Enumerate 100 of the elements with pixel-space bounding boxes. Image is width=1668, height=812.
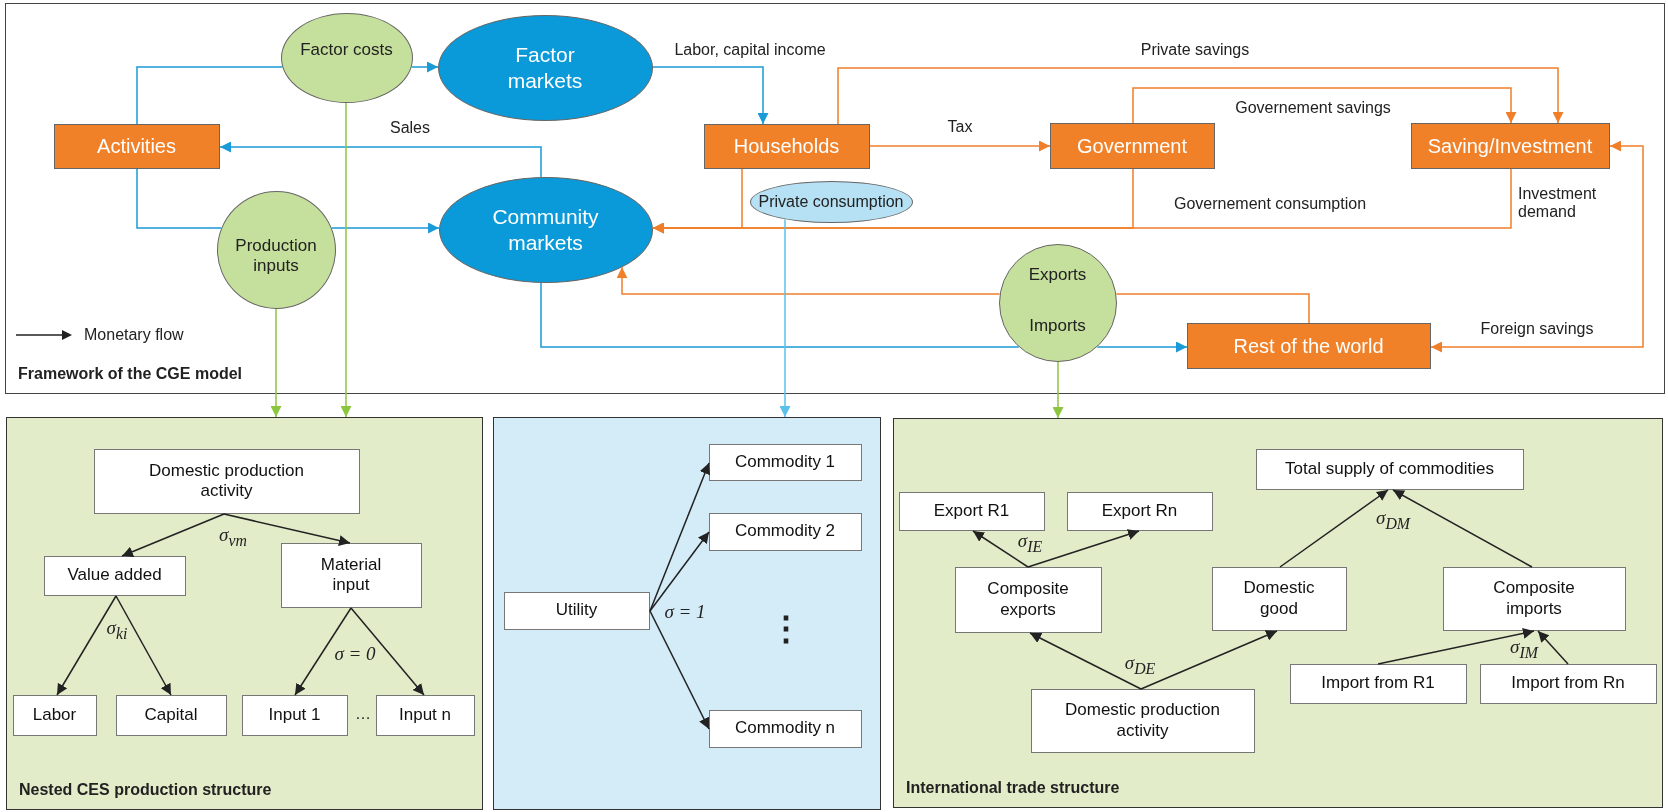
process-box <box>53 123 220 169</box>
node-label: Input 1 <box>268 704 321 726</box>
node-label: Production inputs <box>234 235 318 277</box>
edge-label: Labor, capital income <box>672 41 828 59</box>
arrow <box>652 66 769 125</box>
process-box <box>1410 122 1610 169</box>
parameter-label: σ$_{DE}$ <box>1124 652 1156 678</box>
parameter-label: σ$_{IE}$ <box>1017 530 1043 556</box>
arrow <box>1430 140 1644 353</box>
node-label: Domestic good <box>1242 578 1316 619</box>
arrow <box>223 513 351 546</box>
node-label: Commodity n <box>734 718 836 739</box>
tree-box <box>12 694 97 736</box>
connector-line <box>136 168 223 229</box>
panel <box>6 417 483 810</box>
tree-box <box>503 591 650 630</box>
node-label: Domestic production activity <box>1064 700 1221 741</box>
ellipsis: ⋮ <box>769 608 803 648</box>
node-label: Import from R1 <box>1321 673 1435 694</box>
tree-box <box>280 542 422 608</box>
node-label: Composite exports <box>986 579 1070 620</box>
arrow <box>115 595 172 696</box>
parameter-label: σ = 1 <box>664 601 706 623</box>
node-label: Capital <box>144 704 198 726</box>
node-label: Commodity 1 <box>734 451 836 473</box>
node-label: Export R1 <box>933 500 1010 522</box>
tree-box <box>1289 663 1467 704</box>
node-label: Households <box>733 134 840 158</box>
node-label: Utility <box>555 600 598 621</box>
connector-line <box>1115 293 1310 324</box>
diagram-frame <box>5 3 1665 394</box>
tree-box <box>708 709 862 748</box>
tree-box <box>375 694 475 736</box>
arrow <box>837 67 1564 125</box>
tree-box <box>954 566 1102 633</box>
node-label: Composite imports <box>1492 578 1576 619</box>
node-label: Rest of the world <box>1233 333 1384 358</box>
tree-box <box>1479 663 1657 704</box>
connector-line <box>540 282 1020 348</box>
arrow <box>330 222 440 234</box>
edge-label: Governement savings <box>1233 99 1393 117</box>
tree-box <box>1066 491 1213 531</box>
node-label: Private consumption <box>758 191 904 212</box>
tree-box <box>241 694 348 736</box>
legend-text: Monetary flow <box>84 326 184 344</box>
arrow <box>294 607 352 696</box>
parameter-label: σ$_{IM}$ <box>1510 636 1538 662</box>
node-label: Imports <box>1029 316 1086 337</box>
node-label: Import from Rn <box>1511 673 1625 694</box>
arrow <box>1392 489 1533 568</box>
arrow <box>649 462 711 612</box>
node-label: Community markets <box>491 204 600 255</box>
arrow <box>1140 630 1278 690</box>
arrow <box>779 218 791 418</box>
tree-box <box>1030 688 1255 753</box>
process-box <box>1049 122 1215 169</box>
arrow <box>121 513 225 557</box>
node-label: Saving/Investment <box>1427 133 1593 158</box>
tree-box <box>115 694 227 736</box>
arrow <box>350 607 425 696</box>
parameter-label: σ = 0 <box>334 643 376 665</box>
arrow <box>1052 361 1064 419</box>
connector-line <box>136 66 284 125</box>
node-label: Domestic production activity <box>148 460 305 502</box>
arrow <box>56 595 117 696</box>
panel-title: Nested CES production structure <box>19 779 272 799</box>
process-box <box>1186 322 1431 369</box>
arrow <box>270 308 282 418</box>
tree-box <box>43 555 186 596</box>
arrow <box>340 102 352 418</box>
tree-box <box>1211 566 1347 631</box>
arrow <box>1132 87 1517 124</box>
node-label: Material input <box>319 554 383 596</box>
tree-box <box>93 448 360 514</box>
arrow <box>1279 489 1389 568</box>
node-label: Labor <box>32 704 77 726</box>
arrow <box>649 531 710 612</box>
node-label: Factor markets <box>506 42 584 93</box>
process-box <box>703 123 870 169</box>
arrow <box>616 266 1001 295</box>
parameter-label: σ$_{vm}$ <box>219 524 247 550</box>
ellipsis: … <box>355 705 371 723</box>
panel-title: Framework of the CGE model <box>18 363 243 383</box>
node-label: Government <box>1076 133 1188 158</box>
node-label: Export Rn <box>1101 500 1178 522</box>
panel-title: International trade structure <box>906 777 1120 797</box>
parameter-label: σ$_{DM}$ <box>1376 507 1410 533</box>
arrow <box>1537 630 1569 665</box>
tree-box <box>898 491 1045 531</box>
edge-label: Governement consumption <box>1171 195 1369 213</box>
tree-box <box>708 443 862 481</box>
arrow <box>410 61 439 73</box>
panel <box>493 417 881 810</box>
node-label: Value added <box>67 565 162 586</box>
panel <box>893 418 1663 808</box>
edge-label: Foreign savings <box>1478 320 1596 338</box>
node-label: Total supply of commodities <box>1285 458 1494 480</box>
arrow <box>652 168 1512 234</box>
node-label: Input n <box>399 704 451 726</box>
tree-box <box>708 512 862 551</box>
